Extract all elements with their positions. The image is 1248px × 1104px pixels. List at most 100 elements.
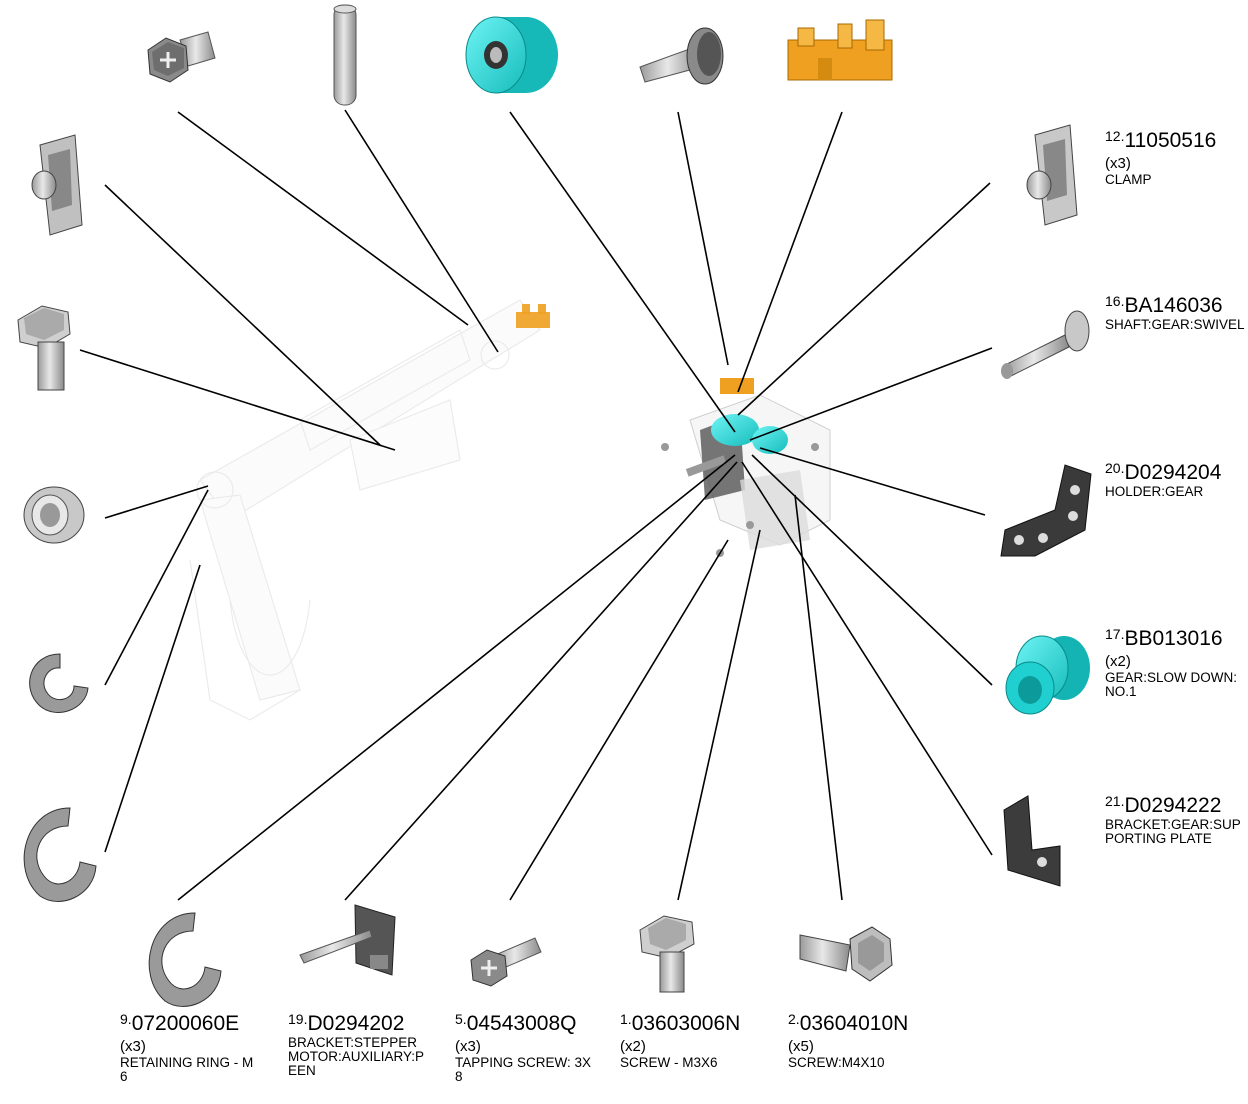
leader-line xyxy=(177,111,469,326)
part-code: 11050516 xyxy=(1124,129,1217,152)
part-index: 5. xyxy=(455,1011,467,1027)
bracket-plate-icon xyxy=(1003,795,1061,887)
part-desc: TAPPING SCREW: 3X8 xyxy=(455,1054,592,1084)
part-index: 19. xyxy=(288,1011,308,1027)
part-code: BB013016 xyxy=(1124,627,1223,650)
hex-screw-angled-icon xyxy=(799,926,893,982)
part-desc: BRACKET:GEAR:SUPPORTING PLATE xyxy=(1105,817,1241,847)
leader-line xyxy=(741,461,993,856)
gear-cyan-icon xyxy=(465,16,558,94)
leader-line xyxy=(344,461,738,901)
callout-p12: 12.11050516 (x3)CLAMP xyxy=(1105,128,1248,187)
pin-icon xyxy=(333,4,357,106)
hex-bolt-icon xyxy=(17,305,71,391)
part-index: 1. xyxy=(620,1011,632,1027)
leader-line xyxy=(509,539,729,901)
callout-p5: 5.04543008Q (x3)TAPPING SCREW: 3X8 xyxy=(455,1011,600,1084)
part-index: 9. xyxy=(120,1011,132,1027)
part-code: BA146036 xyxy=(1124,294,1223,317)
part-index: 12. xyxy=(1105,128,1125,144)
e-ring-small-icon xyxy=(29,653,89,713)
shaft-icon xyxy=(1001,310,1090,379)
part-desc: SHAFT:GEAR:SWIVEL xyxy=(1105,317,1245,333)
part-qty: (x2) xyxy=(1105,653,1131,671)
leader-line xyxy=(749,347,993,441)
leader-line xyxy=(79,349,396,451)
callout-p1: 1.03603006N (x2)SCREW - M3X6 xyxy=(620,1011,765,1070)
callout-p2: 2.03604010N (x5)SCREW:M4X10 xyxy=(788,1011,933,1070)
leader-line xyxy=(104,485,209,519)
part-number: 19.D0294202 xyxy=(288,1011,433,1035)
part-number: 9.07200060E xyxy=(120,1011,265,1035)
clip-orange-icon xyxy=(787,19,893,81)
background-clip-left xyxy=(516,304,550,328)
part-index: 21. xyxy=(1105,793,1125,809)
part-index: 16. xyxy=(1105,293,1125,309)
holder-icon xyxy=(1000,464,1092,557)
e-ring-bottom-icon xyxy=(148,912,222,1007)
part-qty: (x5) xyxy=(788,1038,814,1056)
bushing-icon xyxy=(23,486,85,544)
leader-line xyxy=(677,111,729,366)
part-code: 07200060E xyxy=(131,1012,240,1035)
part-desc: RETAINING RING - M6 xyxy=(120,1054,254,1084)
leader-line xyxy=(677,529,761,901)
part-number: 12.11050516 xyxy=(1105,128,1248,152)
leader-line xyxy=(751,454,993,686)
leader-line xyxy=(104,564,201,853)
part-number: 1.03603006N xyxy=(620,1011,765,1035)
leader-line xyxy=(104,489,209,686)
part-number: 17.BB013016 xyxy=(1105,626,1248,650)
gear-small-cyan-icon xyxy=(1005,635,1090,715)
hex-screw-bottom-icon xyxy=(639,915,695,993)
part-number: 2.03604010N xyxy=(788,1011,933,1035)
leader-line xyxy=(759,447,986,516)
callout-p9: 9.07200060E (x3)RETAINING RING - M6 xyxy=(120,1011,265,1084)
part-qty: (x3) xyxy=(1105,155,1131,173)
clamp-icon-right xyxy=(1026,124,1078,226)
part-code: 03603006N xyxy=(631,1012,741,1035)
part-desc: GEAR:SLOW DOWN:NO.1 xyxy=(1105,669,1238,699)
leader-lines xyxy=(79,109,993,901)
leader-line xyxy=(344,109,499,353)
e-ring-large-icon xyxy=(23,807,97,902)
part-desc: SCREW:M4X10 xyxy=(788,1054,885,1070)
part-number: 5.04543008Q xyxy=(455,1011,600,1035)
part-code: 04543008Q xyxy=(466,1012,577,1035)
part-qty: (x2) xyxy=(620,1038,646,1056)
background-assembly-left xyxy=(189,299,541,721)
part-desc: SCREW - M3X6 xyxy=(620,1054,718,1070)
leader-line xyxy=(177,454,736,901)
part-qty: (x3) xyxy=(120,1038,146,1056)
part-code: D0294202 xyxy=(307,1012,405,1035)
part-number: 21.D0294222 xyxy=(1105,793,1248,817)
part-qty: (x3) xyxy=(455,1038,481,1056)
part-index: 17. xyxy=(1105,626,1125,642)
part-number: 16.BA146036 xyxy=(1105,293,1248,317)
stepper-bracket-icon xyxy=(299,904,396,976)
leader-line xyxy=(104,184,381,446)
tapping-screw-bottom-icon xyxy=(470,937,542,987)
part-desc: HOLDER:GEAR xyxy=(1105,484,1204,500)
part-code: 03604010N xyxy=(799,1012,909,1035)
part-desc: BRACKET:STEPPER MOTOR:AUXILIARY:PEEN xyxy=(288,1035,425,1079)
leader-line xyxy=(509,111,736,433)
clamp-icon xyxy=(31,134,83,236)
part-index: 20. xyxy=(1105,460,1125,476)
part-desc: CLAMP xyxy=(1105,171,1152,187)
leader-line xyxy=(737,182,991,416)
part-index: 2. xyxy=(788,1011,800,1027)
part-number: 20.D0294204 xyxy=(1105,460,1248,484)
callout-p17: 17.BB013016 (x2)GEAR:SLOW DOWN:NO.1 xyxy=(1105,626,1248,699)
leader-line xyxy=(737,111,843,393)
part-code: D0294204 xyxy=(1124,461,1222,484)
tapping-screw-icon xyxy=(639,27,724,85)
leader-line xyxy=(794,494,843,901)
screw-flange-icon xyxy=(147,31,216,83)
part-code: D0294222 xyxy=(1124,794,1222,817)
